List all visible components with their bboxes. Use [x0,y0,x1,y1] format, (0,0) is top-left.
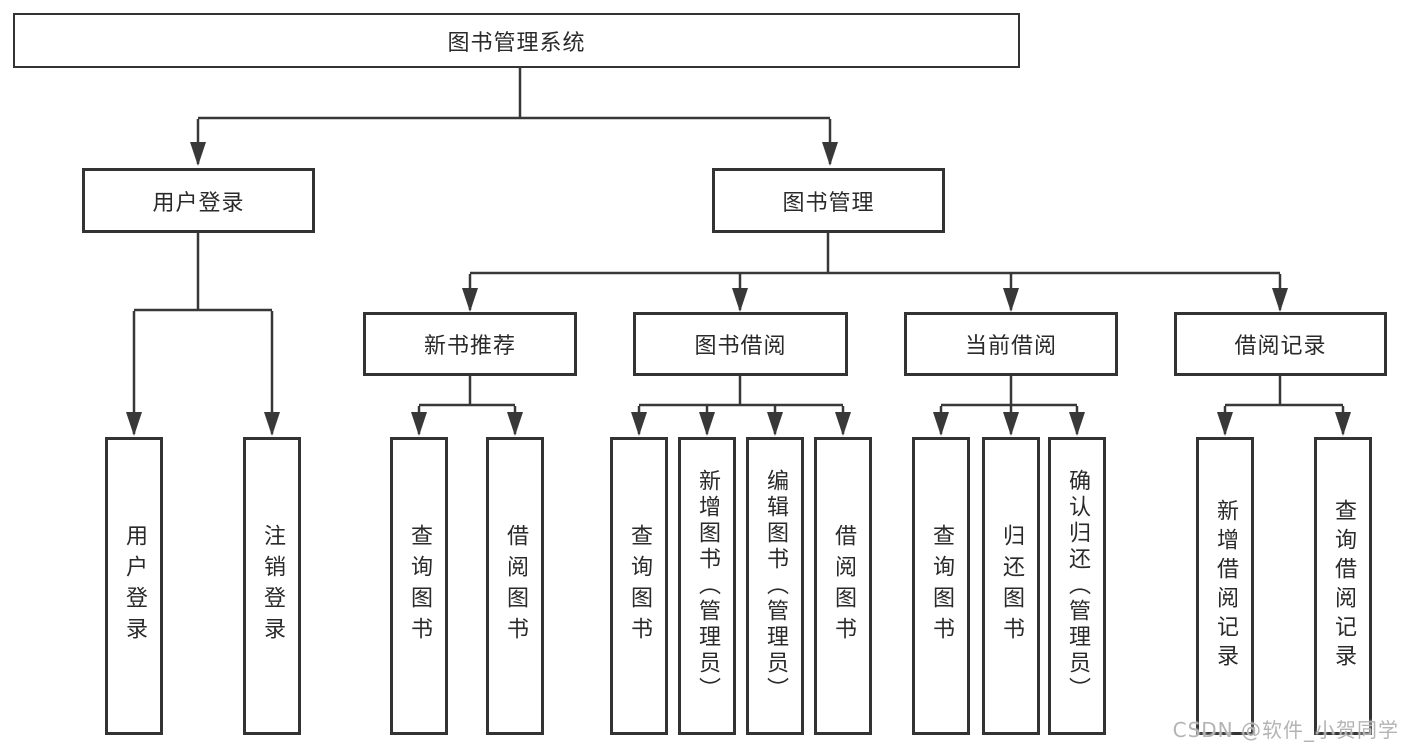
leaf-bb-query-books: 查询图书 [610,437,668,735]
node-label-current-borrowing: 当前借阅 [964,334,1057,359]
node-book-management: 图书管理 [712,168,945,233]
leaf-cb-return-books: 归还图书 [982,437,1040,735]
node-label-borrowing-records: 借阅记录 [1234,334,1327,359]
node-library-management-system: 图书管理系统 [13,13,1020,68]
leaf-br-query-record: 查询借阅记录 [1314,437,1372,735]
node-label-root: 图书管理系统 [447,30,586,56]
leaf-br-add-record: 新增借阅记录 [1196,437,1254,735]
leaf-label-br-query-record: 查询借阅记录 [1331,499,1356,673]
leaf-label-bb-edit-books-admin: 编辑图书（管理员） [763,469,788,703]
leaf-label-bb-query-books: 查询图书 [627,524,652,648]
leaf-cb-confirm-return-admin: 确认归还（管理员） [1048,437,1106,735]
leaf-bb-borrow-books: 借阅图书 [814,437,872,735]
connector-book-management-branch [470,233,1280,275]
leaf-label-cb-query-books: 查询图书 [929,524,954,648]
connector-book-borrow-branch [639,376,843,407]
node-current-borrowing: 当前借阅 [904,312,1118,376]
node-label-user-login: 用户登录 [152,190,245,216]
connector-root-branch [198,68,830,120]
leaf-label-user-login: 用户登录 [122,524,147,648]
leaf-label-logout: 注销登录 [260,524,285,648]
leaf-nbr-borrow-books: 借阅图书 [486,437,544,735]
csdn-watermark: CSDN @软件_小贺同学 [1172,718,1399,742]
leaf-label-bb-borrow-books: 借阅图书 [831,524,856,648]
node-user-login: 用户登录 [82,168,315,233]
connector-current-borrow-branch [941,376,1077,407]
leaf-bb-edit-books-admin: 编辑图书（管理员） [746,437,804,735]
node-borrowing-records: 借阅记录 [1174,312,1387,376]
leaf-label-br-add-record: 新增借阅记录 [1213,499,1238,673]
node-label-book-borrowing: 图书借阅 [694,334,787,359]
leaf-user-login: 用户登录 [105,437,163,735]
node-label-new-book-recommendation: 新书推荐 [423,334,516,359]
connector-user-login-branch [134,233,272,312]
connector-new-book-rec-branch [419,376,515,407]
leaf-label-nbr-query-books: 查询图书 [407,524,432,648]
node-book-borrowing: 图书借阅 [633,312,848,376]
leaf-label-cb-confirm-return-admin: 确认归还（管理员） [1065,469,1090,703]
leaf-label-cb-return-books: 归还图书 [999,524,1024,648]
leaf-label-bb-add-books-admin: 新增图书（管理员） [695,469,720,703]
connector-borrow-records-branch [1225,376,1343,407]
node-label-book-management: 图书管理 [782,190,875,216]
leaf-label-nbr-borrow-books: 借阅图书 [503,524,528,648]
leaf-cb-query-books: 查询图书 [912,437,970,735]
leaf-bb-add-books-admin: 新增图书（管理员） [678,437,736,735]
node-new-book-recommendation: 新书推荐 [363,312,577,376]
leaf-logout: 注销登录 [243,437,301,735]
leaf-nbr-query-books: 查询图书 [390,437,448,735]
